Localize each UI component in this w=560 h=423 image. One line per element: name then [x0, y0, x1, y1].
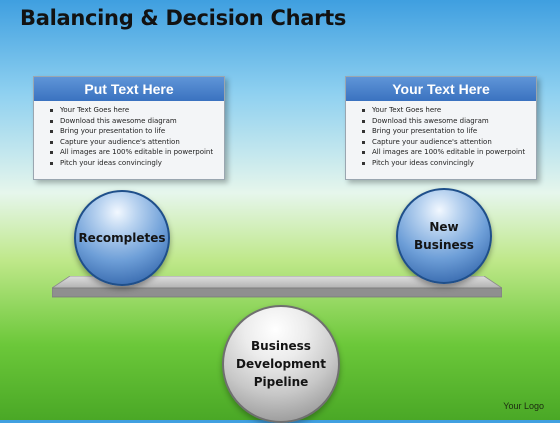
fulcrum-sphere: Business Development Pipeline — [222, 305, 340, 423]
beam-front-face — [52, 287, 502, 298]
bullet-item: Capture your audience's attention — [360, 137, 530, 148]
right-sphere: New Business — [396, 188, 492, 284]
bullet-item: All images are 100% editable in powerpoi… — [360, 147, 530, 158]
bullet-item: Capture your audience's attention — [48, 137, 218, 148]
left-sphere-label-line: Recompletes — [78, 231, 166, 245]
bullet-item: Your Text Goes here — [360, 105, 530, 116]
bullet-item: All images are 100% editable in powerpoi… — [48, 147, 218, 158]
bullet-item: Download this awesome diagram — [360, 116, 530, 127]
bullet-item: Bring your presentation to life — [48, 126, 218, 137]
fulcrum-sphere-label: Business Development Pipeline — [236, 337, 326, 391]
page-title: Balancing & Decision Charts — [20, 6, 347, 30]
right-text-box: Your Text Here Your Text Goes here Downl… — [345, 76, 537, 180]
bullet-item: Pitch your ideas convincingly — [48, 158, 218, 169]
bullet-item: Download this awesome diagram — [48, 116, 218, 127]
left-bullet-list: Your Text Goes here Download this awesom… — [34, 101, 224, 179]
balance-beam — [52, 276, 502, 298]
right-sphere-label-line: New — [429, 220, 459, 234]
left-sphere-label: Recompletes — [78, 229, 165, 247]
right-bullet-list: Your Text Goes here Download this awesom… — [346, 101, 536, 179]
bullet-item: Bring your presentation to life — [360, 126, 530, 137]
right-sphere-label: New Business — [414, 218, 474, 254]
right-sphere-label-line: Business — [414, 238, 474, 252]
fulcrum-sphere-label-line: Business — [251, 339, 311, 353]
beam-top-face — [52, 276, 502, 289]
bullet-item: Pitch your ideas convincingly — [360, 158, 530, 169]
fulcrum-sphere-label-line: Pipeline — [253, 375, 309, 389]
left-text-box: Put Text Here Your Text Goes here Downlo… — [33, 76, 225, 180]
bullet-item: Your Text Goes here — [48, 105, 218, 116]
left-sphere: Recompletes — [74, 190, 170, 286]
right-text-box-header: Your Text Here — [346, 77, 536, 101]
left-text-box-header: Put Text Here — [34, 77, 224, 101]
fulcrum-sphere-label-line: Development — [236, 357, 326, 371]
logo-placeholder: Your Logo — [503, 401, 544, 411]
